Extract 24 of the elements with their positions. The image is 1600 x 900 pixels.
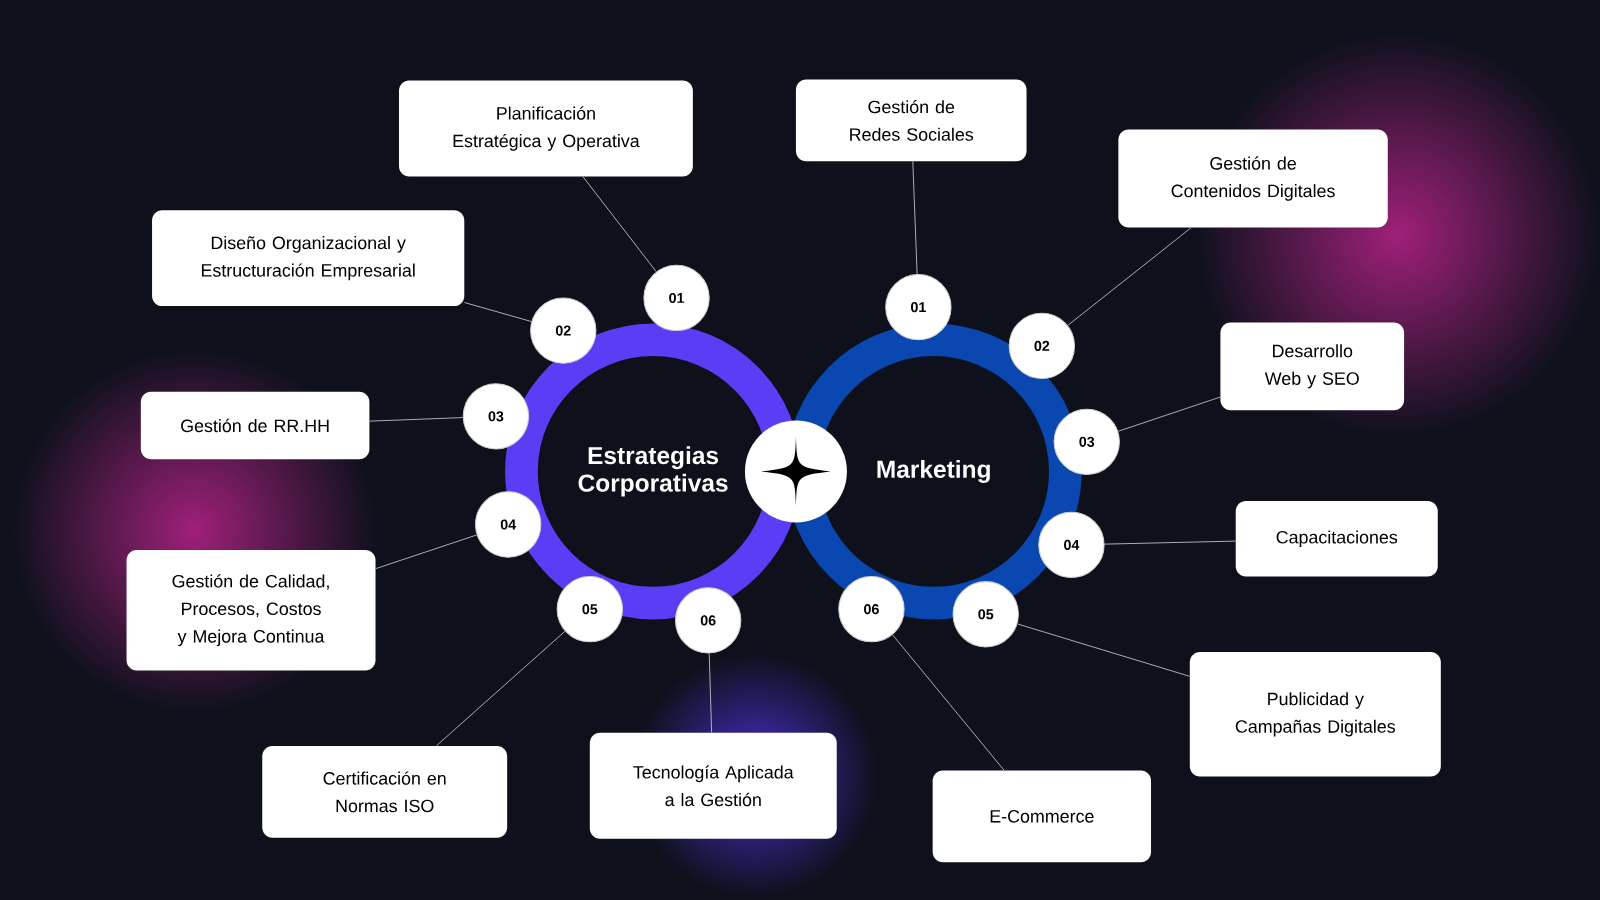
connector-line xyxy=(1067,227,1192,326)
connector-line xyxy=(1104,540,1236,545)
text-box: Publicidad y Campañas Digitales xyxy=(1189,652,1441,777)
text-box: Capacitaciones xyxy=(1235,501,1438,577)
text-box: E-Commerce xyxy=(932,770,1152,863)
connector-line xyxy=(912,161,918,275)
connector-line xyxy=(892,634,1005,771)
text-box: Tecnología Aplicada a la Gestión xyxy=(589,732,837,839)
connector-line xyxy=(1017,623,1190,677)
connector-line xyxy=(375,534,478,570)
connector-line xyxy=(1117,396,1221,432)
text-box: Desarrollo Web y SEO xyxy=(1220,322,1405,411)
connector-line xyxy=(708,653,713,733)
connector-line xyxy=(464,302,532,322)
text-box: Gestión de Calidad, Procesos, Costos y Mejora Continua xyxy=(126,550,376,671)
text-box: Gestión de RR.HH xyxy=(140,391,370,460)
text-box: Planificación Estratégica y Operativa xyxy=(399,80,693,177)
connector-line xyxy=(582,176,657,273)
connector-line xyxy=(369,417,464,422)
connector-line xyxy=(436,630,566,747)
text-box: Certificación en Normas ISO xyxy=(262,745,508,838)
text-box: Diseño Organizacional y Estructuración Empresarial xyxy=(152,210,465,307)
text-box: Gestión de Contenidos Digitales xyxy=(1118,129,1388,228)
text-box: Gestión de Redes Sociales xyxy=(795,79,1027,162)
